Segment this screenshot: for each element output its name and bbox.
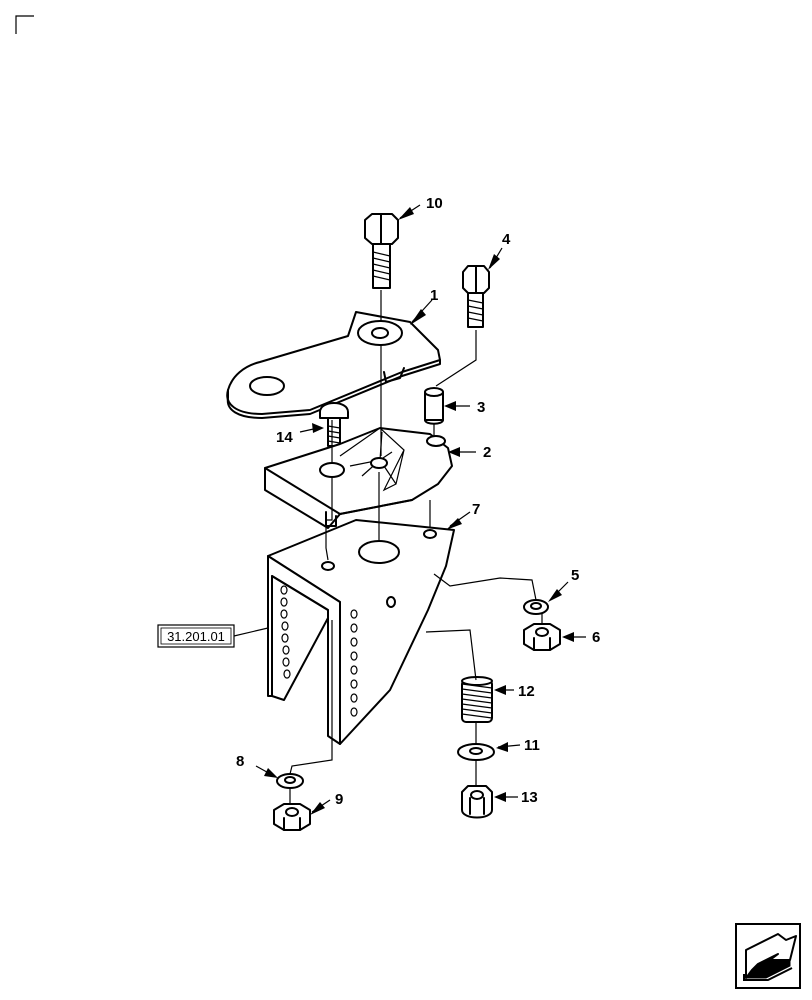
assembly-lines [289, 290, 543, 804]
part-9-hex-nut [273, 803, 311, 831]
part-7-bracket [267, 519, 455, 745]
part-1-drawbar [226, 311, 441, 419]
callout-4: 4 [502, 231, 511, 248]
reference-label[interactable]: 31.201.01 [167, 629, 225, 644]
corner-mark [15, 15, 34, 34]
callout-1: 1 [430, 287, 438, 304]
callout-3: 3 [477, 399, 485, 416]
part-14-carriage-bolt [319, 402, 349, 447]
part-6-hex-nut [523, 623, 561, 651]
part-13-cap-nut [461, 785, 493, 819]
callout-14: 14 [276, 429, 293, 446]
reference-box[interactable]: 31.201.01 [157, 624, 235, 648]
part-8-lock-washer [276, 773, 304, 789]
part-12-spring [461, 676, 493, 723]
bracket-inner-holes [280, 585, 291, 679]
callout-5: 5 [571, 567, 579, 584]
callout-13: 13 [521, 789, 538, 806]
callout-12: 12 [518, 683, 535, 700]
bracket-outer-holes [350, 609, 358, 717]
callout-6: 6 [592, 629, 600, 646]
part-10-bolt [364, 213, 399, 289]
part-3-spacer [424, 387, 444, 425]
callout-7: 7 [472, 501, 480, 518]
callout-2: 2 [483, 444, 491, 461]
callout-11: 11 [524, 737, 540, 754]
part-2-hitch-plate [264, 427, 453, 529]
part-4-bolt [462, 265, 490, 328]
reference-leader [233, 627, 269, 637]
callout-8: 8 [236, 753, 244, 770]
callout-10: 10 [426, 195, 443, 212]
callout-9: 9 [335, 791, 343, 808]
part-5-lock-washer [523, 599, 549, 615]
part-11-flat-washer [457, 743, 495, 761]
next-page-arrow-icon[interactable] [735, 923, 801, 989]
